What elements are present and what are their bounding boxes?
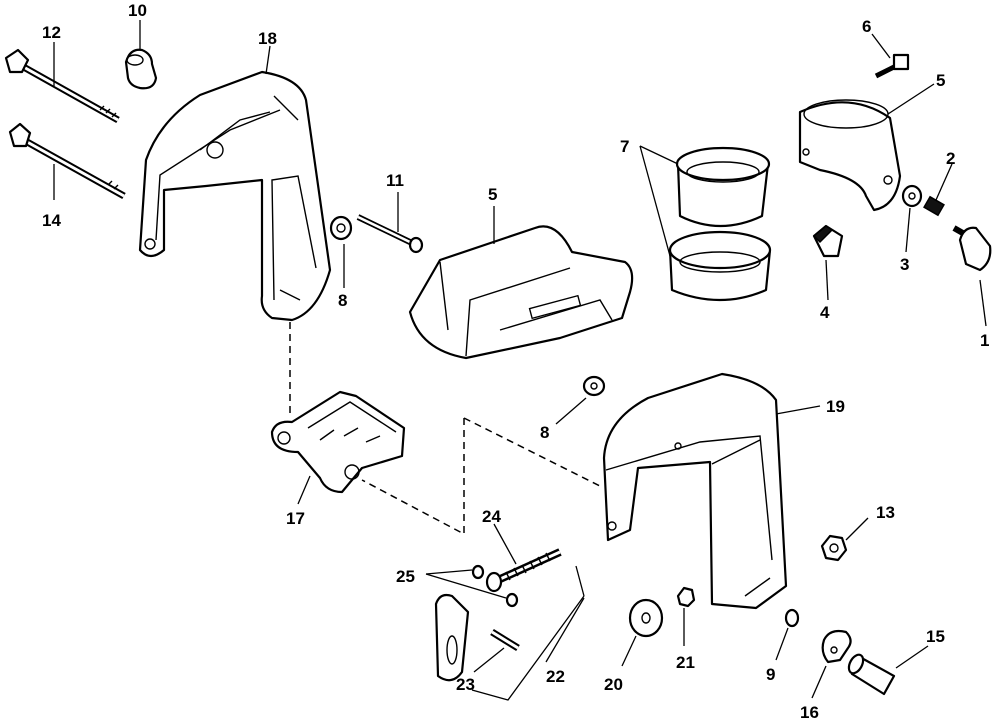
- part-21-nut: [676, 586, 696, 608]
- callout-9: 9: [766, 665, 775, 684]
- part-16-clip: [821, 629, 852, 664]
- part-10-cap: [124, 48, 158, 90]
- part-4-block: [812, 224, 844, 258]
- part-5-retainer: [798, 99, 902, 212]
- callout-17: 17: [286, 509, 305, 528]
- part-19-transom-bracket: [602, 372, 788, 610]
- callout-24: 24: [482, 507, 501, 526]
- callout-8-upper: 8: [338, 291, 347, 310]
- part-25-washers: [471, 564, 519, 608]
- callout-20: 20: [604, 675, 623, 694]
- part-23-pin: [490, 629, 520, 651]
- callout-7: 7: [620, 137, 629, 156]
- part-15-sleeve: [847, 653, 896, 696]
- part-7-lower-bushing: [668, 230, 772, 302]
- part-13-nut: [820, 534, 848, 562]
- part-12-long-bolt: [4, 48, 120, 124]
- callout-1: 1: [980, 331, 989, 350]
- part-5-swivel-housing: [408, 225, 634, 360]
- callout-11: 11: [386, 171, 404, 190]
- part-14-bolt: [8, 122, 126, 200]
- callout-10: 10: [128, 1, 147, 20]
- callout-12: 12: [42, 23, 61, 42]
- callout-22: 22: [546, 667, 565, 686]
- callout-16: 16: [800, 703, 819, 720]
- callout-18: 18: [258, 29, 277, 48]
- callout-15: 15: [926, 627, 945, 646]
- callout-3: 3: [900, 255, 909, 274]
- callout-23: 23: [456, 675, 475, 694]
- part-22-lock-plate: [434, 593, 470, 682]
- callout-13: 13: [876, 503, 895, 522]
- callout-21: 21: [676, 653, 695, 672]
- callout-5-middle: 5: [488, 185, 497, 204]
- part-24-bolt: [485, 548, 562, 593]
- part-1-thumb-screw: [952, 225, 992, 272]
- callout-2: 2: [946, 149, 955, 168]
- callout-4: 4: [820, 303, 830, 322]
- part-8-washer-upper: [329, 215, 353, 241]
- callout-14: 14: [42, 211, 61, 230]
- part-9-washer: [784, 608, 800, 628]
- part-18-clamp-bracket: [138, 70, 332, 322]
- callout-8-lower: 8: [540, 423, 549, 442]
- callout-labels: 1 2 3 4 5 5 6 7 8 8 9 10 11 12 13 14 15 …: [42, 1, 989, 720]
- leader-lines: [53, 20, 987, 701]
- part-17-tilt-lever: [270, 390, 406, 494]
- callout-5-top-right: 5: [936, 71, 945, 90]
- part-2-set-screw: [923, 195, 945, 217]
- part-6-screw: [874, 53, 910, 79]
- part-8-washer-lower: [582, 375, 606, 397]
- part-7-upper-bushing: [675, 146, 771, 228]
- callout-6: 6: [862, 17, 871, 36]
- callout-25: 25: [396, 567, 415, 586]
- callout-19: 19: [826, 397, 845, 416]
- part-11-pin: [356, 214, 424, 254]
- part-3-washer: [901, 184, 923, 208]
- assembly-dashed-lines: [289, 322, 601, 536]
- part-20-disc: [628, 598, 664, 638]
